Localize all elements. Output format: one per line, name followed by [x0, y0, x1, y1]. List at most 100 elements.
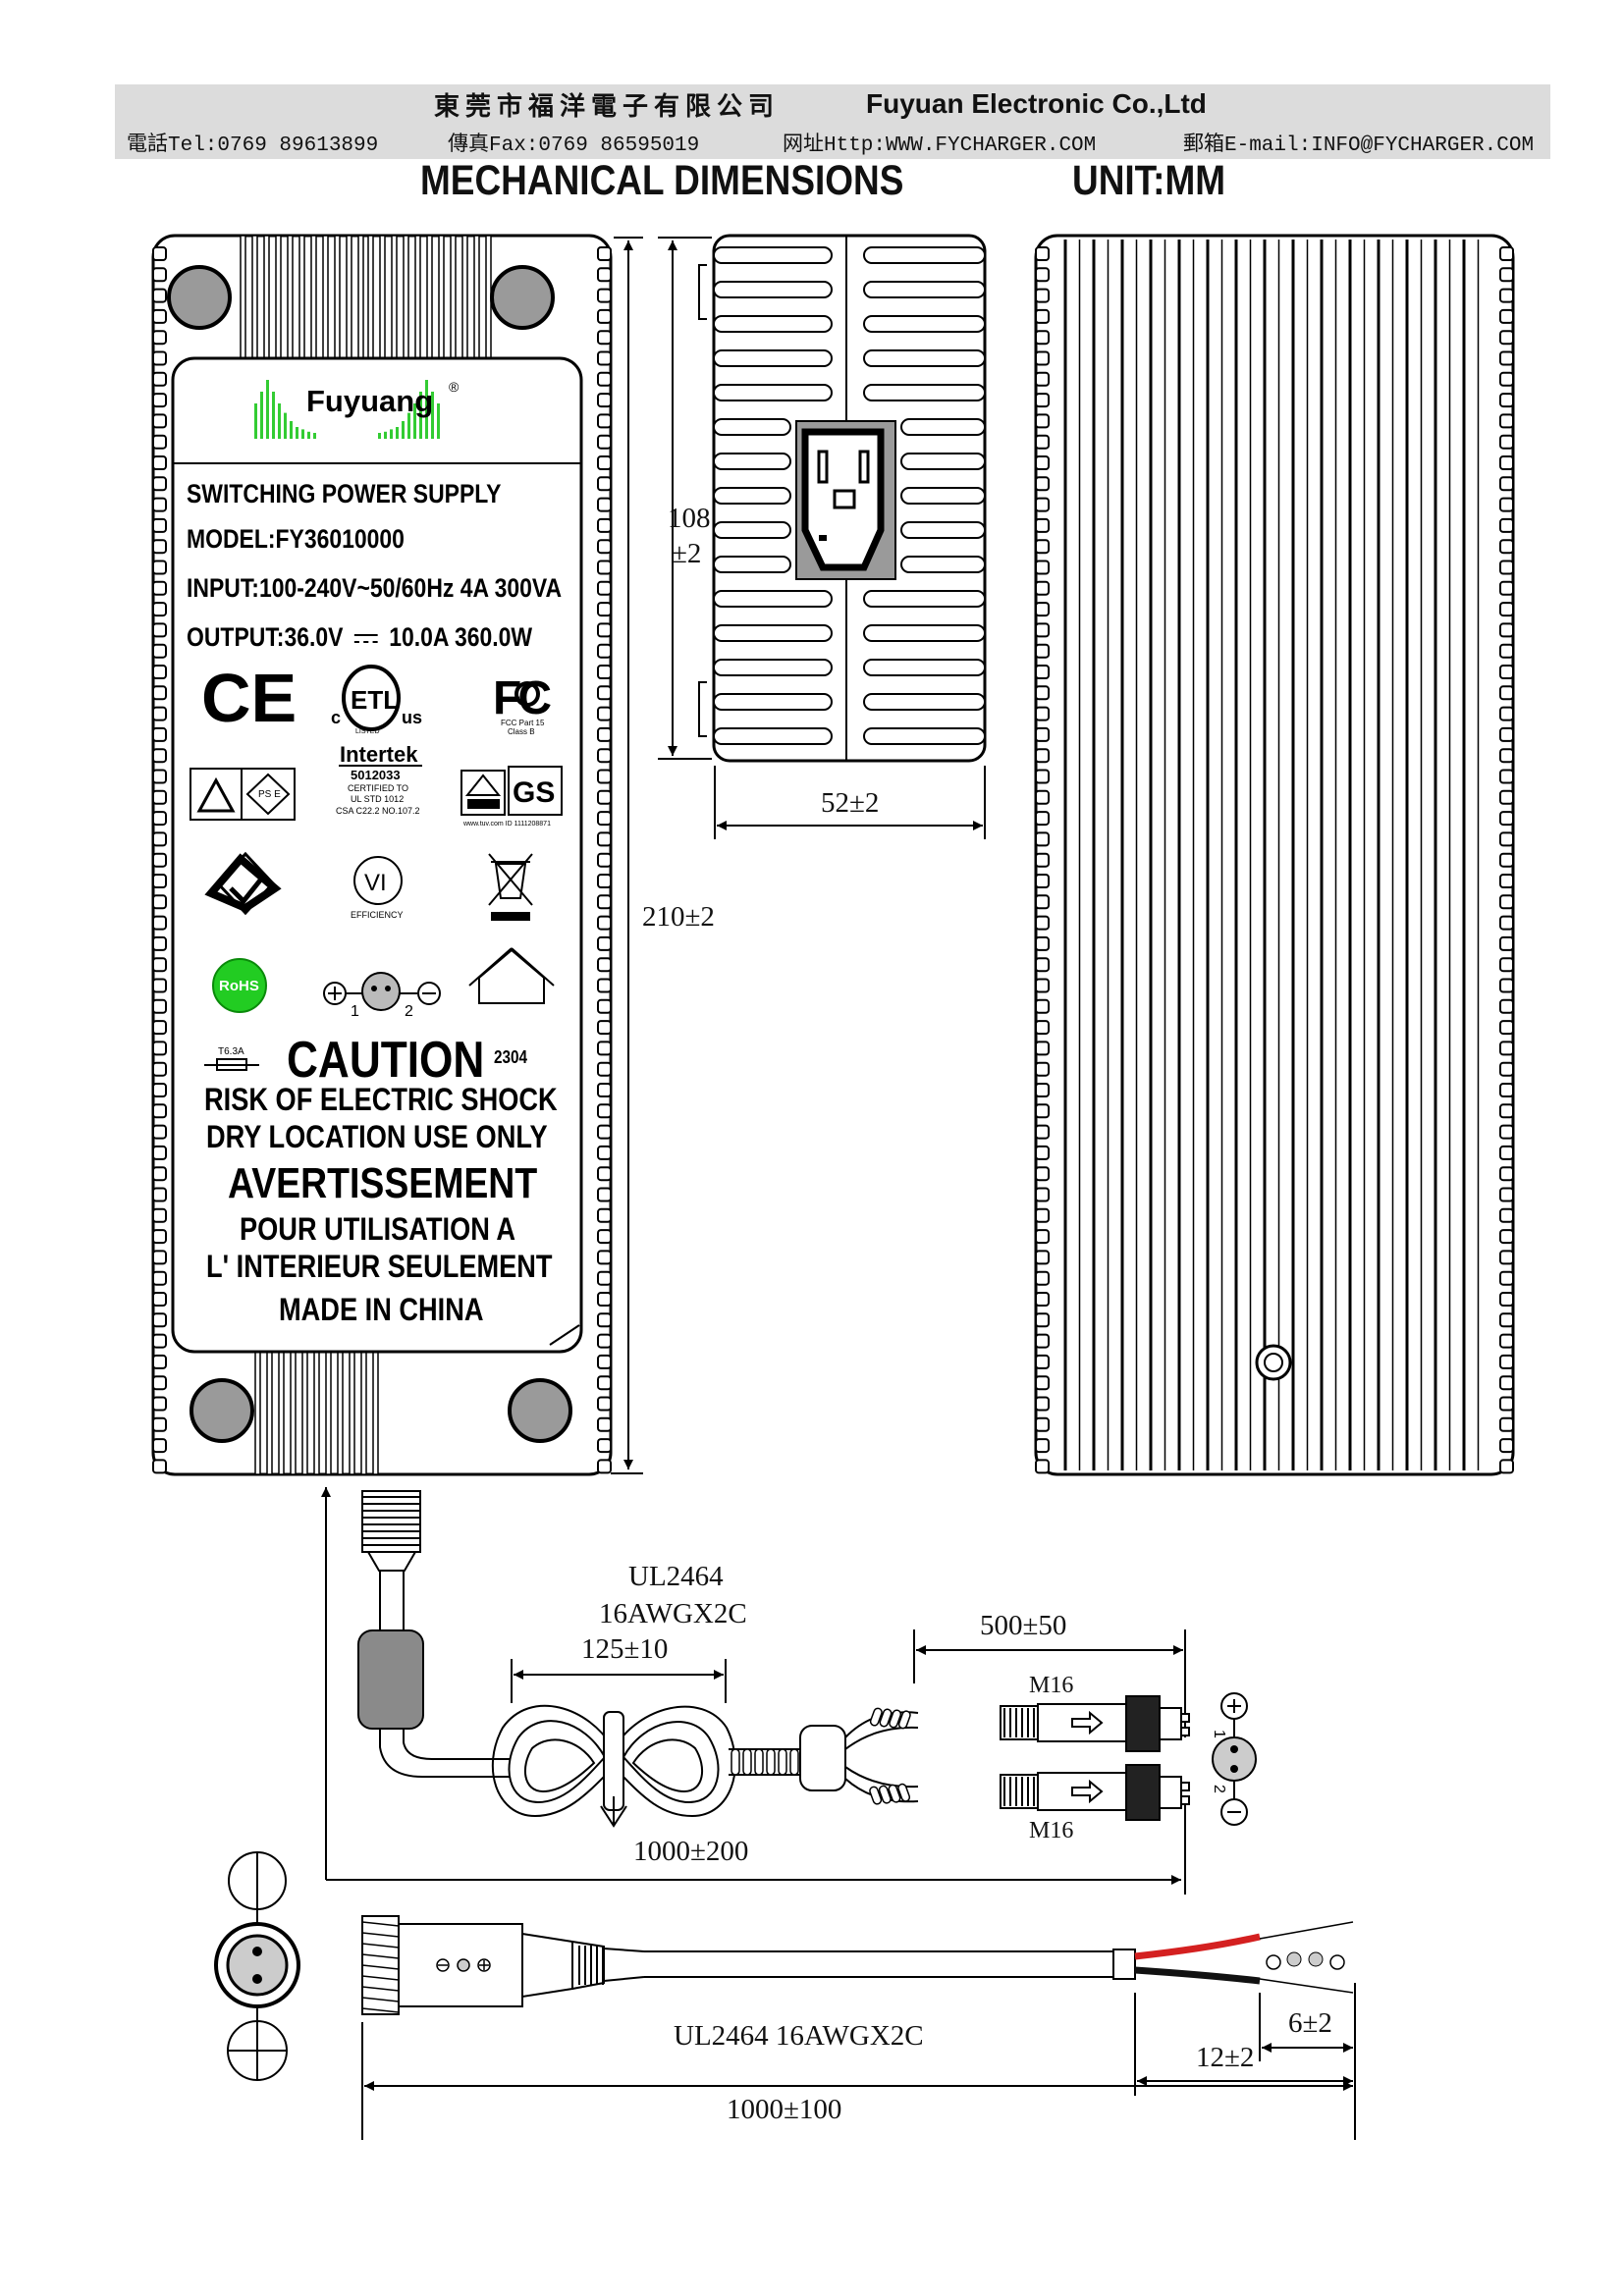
svg-text:VI: VI — [364, 870, 387, 896]
output-pinout: 1 2 — [1211, 1692, 1257, 1826]
company-header: 東莞市福洋電子有限公司 Fuyuan Electronic Co.,Ltd 電話… — [115, 84, 1550, 159]
svg-text:RoHS: RoHS — [219, 978, 259, 994]
extension-cable — [214, 1851, 1356, 2140]
dim-height: 52±2 — [821, 787, 880, 819]
dim-extension-length: 1000±100 — [727, 2094, 842, 2125]
tuv-gs-mark: GS www.tuv.com ID 1111208871 — [460, 766, 563, 828]
svg-text:www.tuv.com ID 1111208871: www.tuv.com ID 1111208871 — [462, 821, 551, 828]
bottom-grooves — [254, 1351, 379, 1475]
ferrite-core — [357, 1629, 424, 1730]
unit-label: UNIT:MM — [1072, 157, 1226, 204]
contact-email: 郵箱E-mail:INFO@FYCHARGER.COM — [1183, 134, 1535, 157]
svg-text:2: 2 — [405, 1003, 413, 1020]
made-in-china: MADE IN CHINA — [279, 1292, 484, 1327]
svg-text:FC: FC — [493, 672, 551, 724]
label-model: MODEL:FY36010000 — [187, 524, 405, 554]
interieur-seulement: L' INTERIEUR SEULEMENT — [206, 1249, 553, 1284]
pse-mark: PS E — [189, 768, 296, 821]
connector-label-top: M16 — [1029, 1673, 1074, 1698]
svg-text:Class B: Class B — [508, 727, 535, 736]
svg-text:CSA C22.2 NO.107.2: CSA C22.2 NO.107.2 — [336, 806, 420, 816]
fcc-mark: FC FCC Part 15 Class B — [493, 672, 555, 736]
y-splitter — [799, 1725, 846, 1791]
back-fins-right — [1499, 246, 1514, 1474]
svg-text:UL STD 1012: UL STD 1012 — [351, 794, 404, 804]
etl-mark: c ETL us LISTED Intertek 5012033 CERTIFI… — [331, 665, 422, 816]
svg-text:FCC Part 15: FCC Part 15 — [501, 719, 545, 727]
rohs-badge: RoHS — [212, 958, 267, 1013]
indoor-use-house-icon — [468, 947, 555, 1004]
svg-text:5012033: 5012033 — [351, 768, 401, 782]
extension-cable-spec: UL2464 16AWGX2C — [674, 2020, 924, 2052]
svg-text:CERTIFIED TO: CERTIFIED TO — [348, 783, 408, 793]
contact-fax: 傳真Fax:0769 86595019 — [448, 134, 700, 157]
dc-symbol — [353, 633, 378, 648]
cable-spec-awm: UL2464 — [628, 1561, 724, 1592]
dim-dc-cable: 1000±200 — [633, 1836, 749, 1867]
heatsink-fins-right — [597, 246, 612, 1474]
fuse-symbol: T6.3A — [204, 1046, 259, 1071]
strain-relief — [361, 1490, 421, 1553]
black-wire — [1134, 1966, 1261, 1985]
weee-bin-icon — [488, 853, 533, 921]
dim-width-value: 108 — [668, 503, 711, 534]
polarity-symbol: 1 2 — [323, 972, 441, 1020]
label-product: SWITCHING POWER SUPPLY — [187, 479, 502, 508]
label-output: OUTPUT:36.0V 10.0A 360.0W — [187, 622, 532, 653]
screw-top-right — [490, 265, 555, 330]
screw-bottom-right — [508, 1378, 572, 1443]
heatsink-fins-left — [152, 246, 167, 1474]
dim-strip-long: 12±2 — [1196, 2042, 1255, 2073]
contact-web: 网址Http:WWW.FYCHARGER.COM — [783, 134, 1097, 157]
dimension-lines — [321, 237, 1186, 1895]
efficiency-vi-mark: VI EFFICIENCY — [351, 856, 404, 920]
label-output-voltage: OUTPUT:36.0V — [187, 622, 344, 652]
svg-text:us: us — [402, 708, 422, 727]
pin-view-symbol — [214, 1851, 300, 2081]
dry-location-warning: DRY LOCATION USE ONLY — [206, 1119, 548, 1154]
page-title: MECHANICAL DIMENSIONS — [420, 157, 904, 204]
svg-text:CE: CE — [201, 660, 297, 736]
label-output-current: 10.0A 360.0W — [389, 622, 533, 652]
rating-label-panel — [171, 356, 583, 1354]
pour-utilisation: POUR UTILISATION A — [240, 1211, 516, 1247]
back-ribs — [1063, 240, 1480, 1470]
dim-split: 500±50 — [980, 1610, 1067, 1641]
svg-text:c: c — [331, 708, 341, 727]
fuyuang-logo-bars — [254, 380, 440, 439]
svg-text:ETL: ETL — [351, 685, 399, 715]
screw-bottom-left — [189, 1378, 254, 1443]
risk-warning: RISK OF ELECTRIC SHOCK — [204, 1082, 558, 1117]
red-wire — [1134, 1933, 1261, 1960]
rcm-mark — [204, 851, 282, 916]
company-name-cn: 東莞市福洋電子有限公司 — [434, 92, 781, 122]
svg-text:EFFICIENCY: EFFICIENCY — [351, 910, 404, 920]
m16-connector-bottom — [1000, 1764, 1190, 1821]
m16-connector-top — [1000, 1695, 1190, 1752]
dim-width-tolerance: ±2 — [672, 538, 702, 569]
company-name-en: Fuyuan Electronic Co.,Ltd — [866, 88, 1207, 119]
svg-text:GS: GS — [513, 776, 555, 809]
adapter-back-view — [1034, 234, 1515, 1476]
svg-text:2: 2 — [1211, 1785, 1227, 1793]
adapter-front-view: Fuyuang ® CE c ETL us LISTED Intertek 50… — [151, 234, 613, 1476]
dim-length: 210±2 — [642, 901, 715, 933]
svg-text:Intertek: Intertek — [340, 742, 418, 767]
brand-name: Fuyuang — [306, 384, 433, 418]
screw-top-left — [167, 265, 232, 330]
contact-tel: 電話Tel:0769 89613899 — [127, 134, 379, 157]
ce-mark: CE — [201, 660, 297, 736]
back-fins-left — [1035, 246, 1050, 1474]
dc-output-cable: 1 2 — [357, 1490, 1257, 1828]
avertissement-heading: AVERTISSEMENT — [228, 1159, 538, 1207]
socket-polarity — [436, 1958, 491, 1972]
svg-text:1: 1 — [351, 1003, 359, 1020]
svg-text:PS E: PS E — [258, 789, 281, 800]
adapter-end-view — [698, 234, 987, 763]
label-input: INPUT:100-240V~50/60Hz 4A 300VA — [187, 573, 563, 603]
dim-loop: 125±10 — [581, 1633, 669, 1665]
end-view-ribs — [713, 246, 986, 745]
connector-label-bottom: M16 — [1029, 1818, 1074, 1843]
registered-mark: ® — [449, 379, 460, 395]
